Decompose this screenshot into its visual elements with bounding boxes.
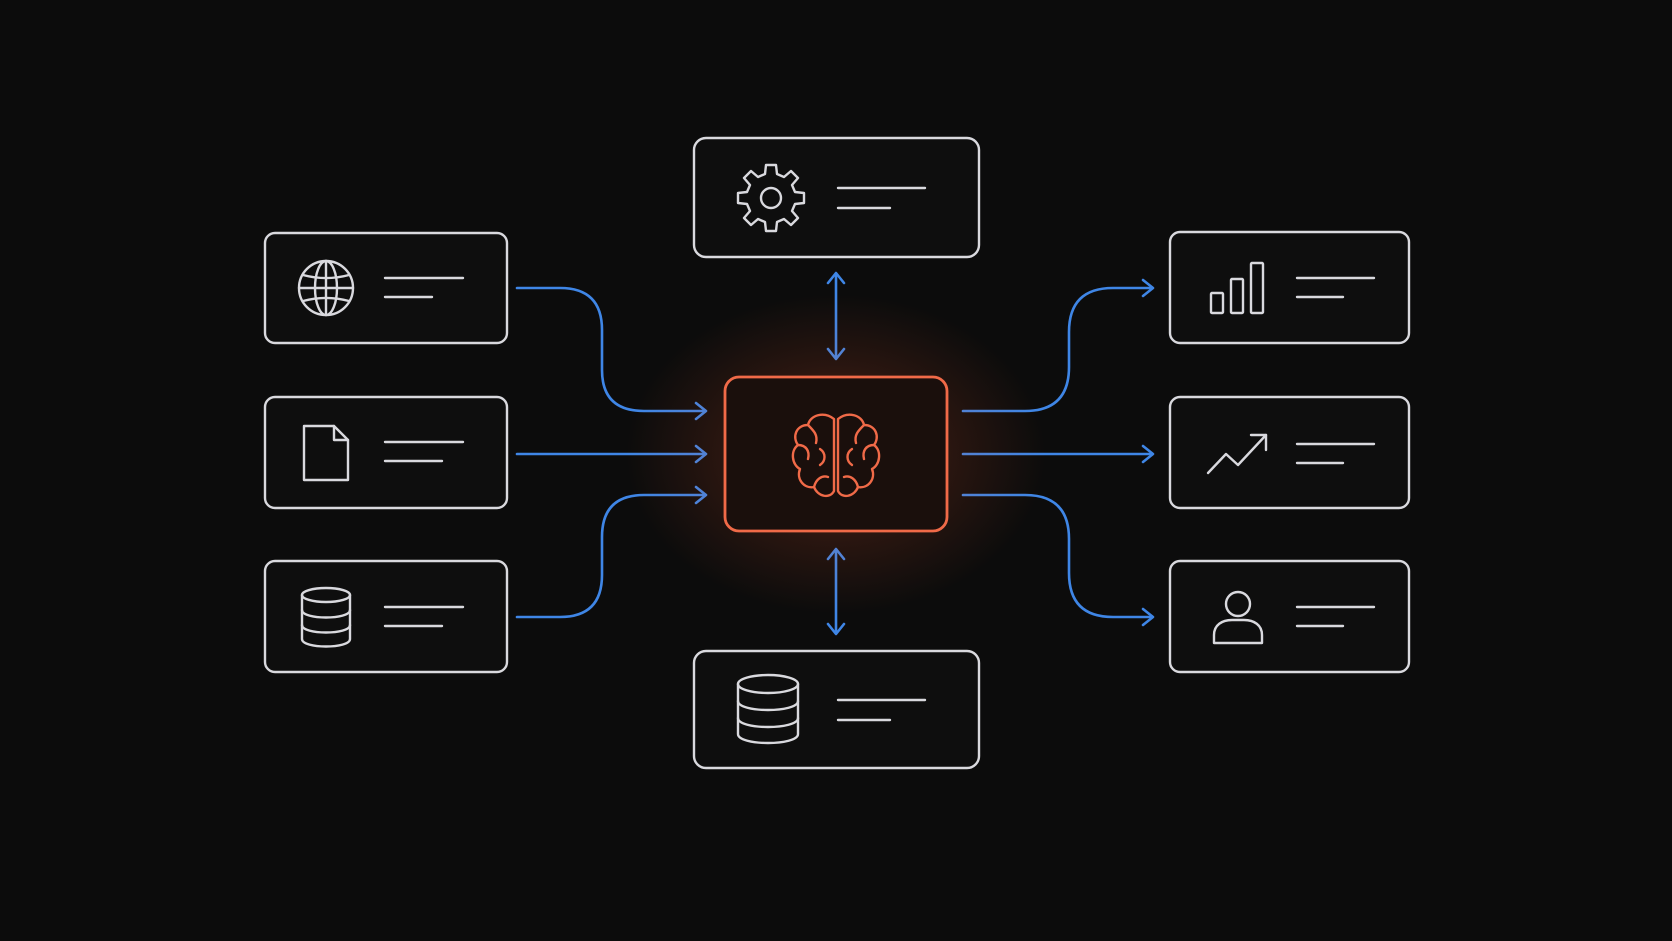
connector-hub-to-bar-chart <box>961 286 1154 413</box>
node-document[interactable] <box>263 395 509 510</box>
connector-globe-to-hub <box>515 286 707 413</box>
node-globe[interactable] <box>263 231 509 345</box>
arrowhead-hub-to-bar-chart <box>1141 278 1155 298</box>
hub-box <box>723 375 949 533</box>
node-database-left[interactable] <box>263 559 509 674</box>
database-icon <box>736 673 800 745</box>
node-database-bottom-box <box>692 649 981 770</box>
arrowhead-hub-to-trend <box>1141 444 1155 464</box>
gear-icon <box>736 163 806 233</box>
user-icon <box>1212 590 1264 645</box>
node-user[interactable] <box>1168 559 1411 674</box>
node-gear-box <box>692 136 981 259</box>
arrowhead-hub-to-user <box>1141 607 1155 627</box>
document-icon <box>302 424 350 482</box>
node-database-bottom[interactable] <box>692 649 981 770</box>
hub-node[interactable] <box>626 294 1046 614</box>
node-gear[interactable] <box>692 136 981 259</box>
node-user-box <box>1168 559 1411 674</box>
node-bar-chart[interactable] <box>1168 230 1411 345</box>
bar-chart-icon <box>1209 261 1265 315</box>
arrowhead-gear-hub-up <box>826 271 846 285</box>
brain-icon <box>791 413 881 498</box>
trend-up-icon <box>1206 433 1268 475</box>
connector-database-to-hub <box>515 493 707 619</box>
globe-icon <box>297 259 355 317</box>
node-document-box <box>263 395 509 510</box>
node-bar-chart-box <box>1168 230 1411 345</box>
node-trend-box <box>1168 395 1411 510</box>
connector-hub-to-user <box>961 493 1154 619</box>
database-icon <box>300 586 352 648</box>
arrowhead-hub-database-down <box>826 622 846 636</box>
node-trend[interactable] <box>1168 395 1411 510</box>
